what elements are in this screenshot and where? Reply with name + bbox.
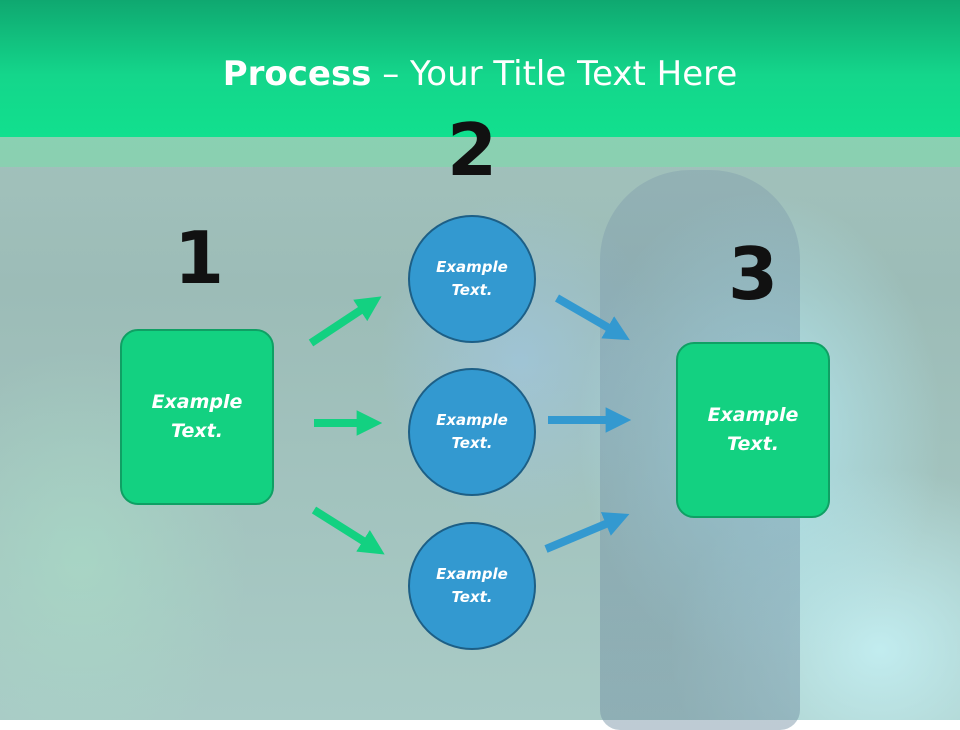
arrow-left-to-bottom bbox=[311, 506, 385, 555]
step-number-2: 2 bbox=[446, 108, 498, 192]
step-number-3: 3 bbox=[727, 232, 779, 316]
step-number-1: 1 bbox=[173, 216, 225, 300]
arrow-top-to-right bbox=[554, 294, 630, 341]
arrow-bottom-to-right bbox=[544, 512, 630, 553]
title-bold: Process bbox=[222, 54, 372, 94]
title-rest: – Your Title Text Here bbox=[371, 54, 738, 94]
arrow-left-to-top bbox=[308, 296, 382, 347]
header-bar bbox=[0, 0, 960, 137]
header-band bbox=[0, 137, 960, 167]
slide-title: Process – Your Title Text Here bbox=[0, 52, 960, 96]
